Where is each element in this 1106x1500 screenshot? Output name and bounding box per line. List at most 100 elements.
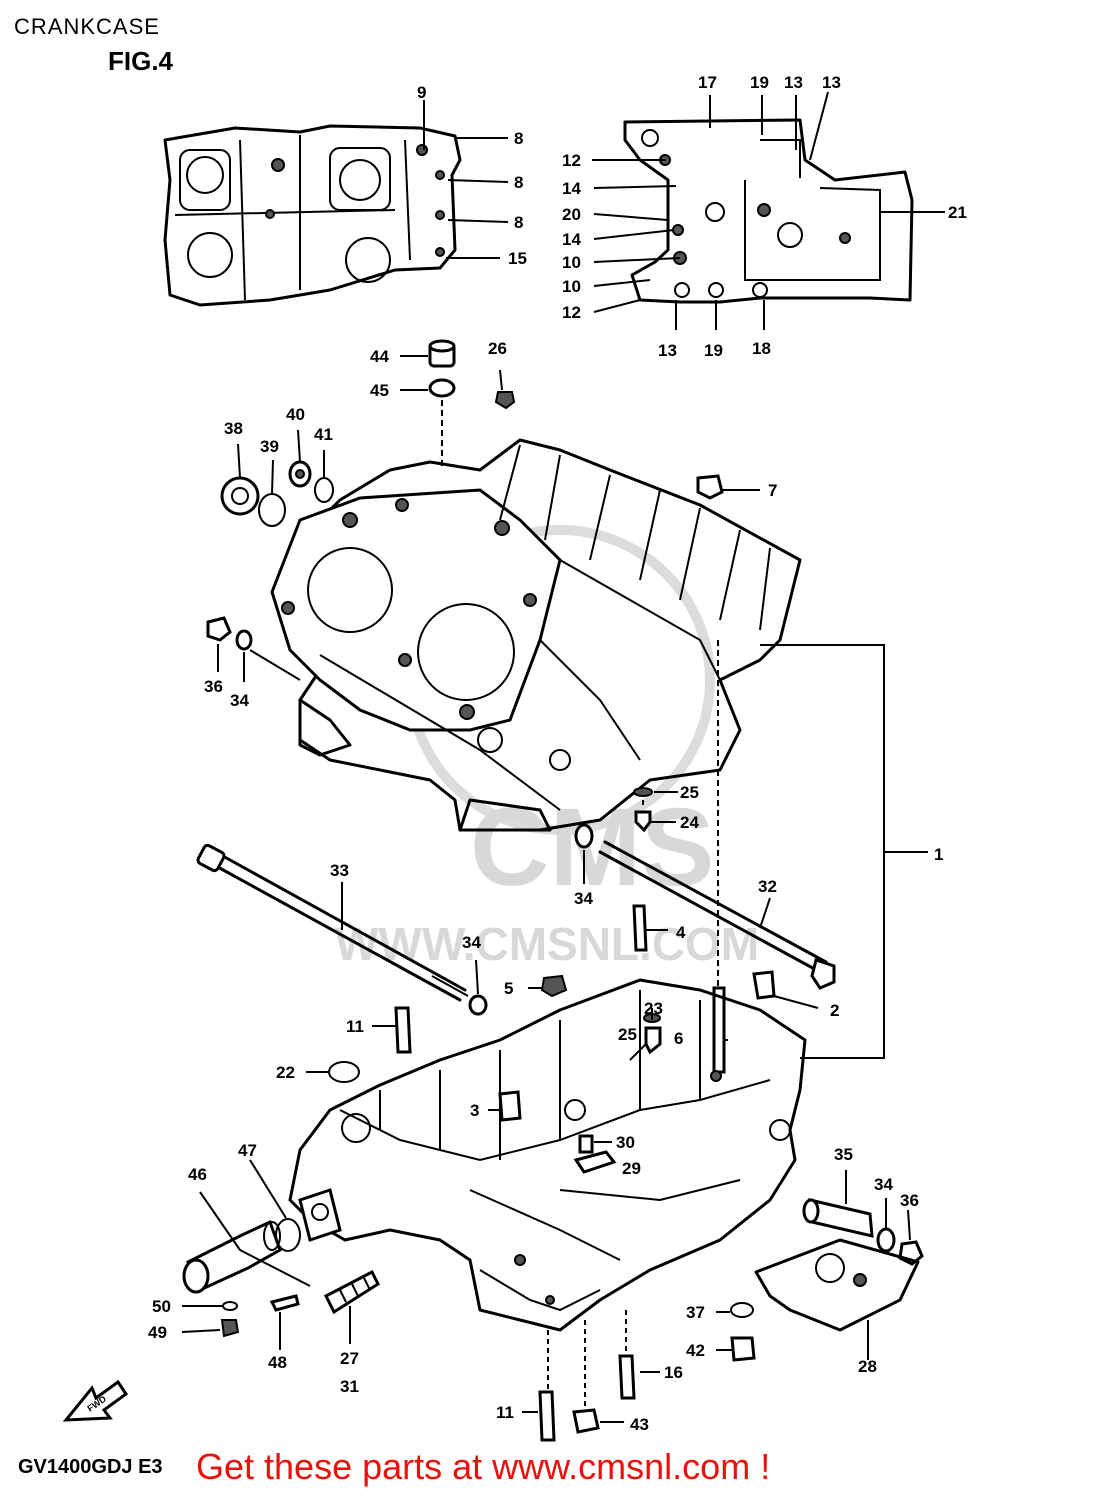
- cover-28-hole: [815, 1253, 845, 1283]
- o-ring-37[interactable]: [730, 1302, 754, 1318]
- pipe-35[interactable]: [802, 1198, 874, 1238]
- nut-5[interactable]: [540, 974, 568, 998]
- callout-27: 27: [340, 1349, 359, 1368]
- callout-48: 48: [268, 1353, 287, 1372]
- callout-14: 14: [562, 230, 581, 249]
- callout-6: 6: [674, 1029, 683, 1048]
- callout-7: 7: [768, 481, 777, 500]
- o-ring-39[interactable]: [258, 493, 286, 527]
- diagram-title: CRANKCASE: [14, 14, 160, 39]
- bolt-48[interactable]: [269, 1294, 300, 1312]
- bolt-49[interactable]: [220, 1319, 240, 1338]
- jet-23[interactable]: [644, 1026, 662, 1055]
- callout-22: 22: [276, 1063, 295, 1082]
- callout-13: 13: [784, 73, 803, 92]
- assembly-bracket-1: [760, 644, 885, 1059]
- washer-34-pipe[interactable]: [876, 1227, 896, 1253]
- model-code: GV1400GDJ E3: [18, 1456, 163, 1478]
- upper-case-side-view: [623, 118, 914, 304]
- callout-30: 30: [616, 1133, 635, 1152]
- callout-17: 17: [698, 73, 717, 92]
- callout-20: 20: [562, 205, 581, 224]
- callout-labels: 9 8 8 8 15 17 19 13 13 12 14 20 21 14 10…: [148, 73, 967, 1434]
- nut-36-upper[interactable]: [206, 616, 232, 642]
- callout-11: 11: [496, 1403, 514, 1422]
- forward-arrow: FWD: [62, 1379, 129, 1422]
- callout-10: 10: [562, 253, 581, 272]
- o-ring-22[interactable]: [328, 1061, 360, 1083]
- washer-34-upper[interactable]: [235, 629, 253, 651]
- bolt-16[interactable]: [618, 1354, 636, 1400]
- washer-50[interactable]: [222, 1301, 238, 1311]
- bolt-11-lower[interactable]: [538, 1390, 556, 1442]
- washer-34-lower[interactable]: [468, 994, 488, 1016]
- callout-12: 12: [562, 303, 581, 322]
- plug-43[interactable]: [572, 1408, 600, 1434]
- plug-42[interactable]: [730, 1336, 756, 1362]
- callout-31: 31: [340, 1377, 359, 1396]
- callout-37: 37: [686, 1303, 705, 1322]
- bolt-30[interactable]: [578, 1134, 594, 1154]
- o-ring-45[interactable]: [428, 378, 456, 398]
- callout-50: 50: [152, 1297, 171, 1316]
- callout-41: 41: [314, 425, 333, 444]
- callout-19: 19: [704, 341, 723, 360]
- cover-28-bolt: [853, 1273, 867, 1287]
- callout-25: 25: [618, 1025, 637, 1044]
- stud-4[interactable]: [632, 904, 648, 952]
- dowel-2[interactable]: [752, 970, 776, 1000]
- callout-14: 14: [562, 179, 581, 198]
- figure-number: FIG.4: [108, 46, 174, 76]
- plug-26[interactable]: [494, 391, 516, 410]
- o-ring-41[interactable]: [314, 477, 334, 503]
- plate-29[interactable]: [573, 1150, 617, 1174]
- bolt-33[interactable]: [196, 843, 469, 1002]
- callout-3: 3: [470, 1101, 479, 1120]
- oil-plug-44[interactable]: [428, 339, 456, 368]
- callout-36: 36: [204, 677, 223, 696]
- callout-33: 33: [330, 861, 349, 880]
- stud-32[interactable]: [598, 840, 836, 990]
- callout-12: 12: [562, 151, 581, 170]
- callout-34: 34: [462, 933, 481, 952]
- callout-43: 43: [630, 1415, 649, 1434]
- nipple-27[interactable]: [323, 1269, 380, 1315]
- leader-lines: [181, 91, 945, 1423]
- callout-8: 8: [514, 129, 523, 148]
- callout-15: 15: [508, 249, 527, 268]
- bolt-11-upper[interactable]: [394, 1006, 412, 1054]
- pipe-46[interactable]: [182, 1219, 282, 1294]
- callout-13: 13: [822, 73, 841, 92]
- cover-28[interactable]: [754, 1238, 920, 1332]
- callout-47: 47: [238, 1141, 257, 1160]
- callout-8: 8: [514, 173, 523, 192]
- callout-9: 9: [417, 83, 426, 102]
- callout-34: 34: [574, 889, 593, 908]
- callout-5: 5: [504, 979, 513, 998]
- callout-45: 45: [370, 381, 389, 400]
- callout-24: 24: [680, 813, 699, 832]
- callout-16: 16: [664, 1363, 683, 1382]
- callout-44: 44: [370, 347, 389, 366]
- seal-38[interactable]: [220, 476, 260, 516]
- callout-38: 38: [224, 419, 243, 438]
- callout-2: 2: [830, 1001, 839, 1020]
- callout-39: 39: [260, 437, 279, 456]
- cap-40[interactable]: [288, 460, 312, 488]
- o-ring-25-upper[interactable]: [633, 787, 653, 797]
- callout-34: 34: [230, 691, 249, 710]
- jet-24[interactable]: [634, 810, 652, 833]
- lower-crankcase[interactable]: [288, 978, 807, 1332]
- upper-crankcase[interactable]: [270, 438, 802, 832]
- parts-link-banner[interactable]: Get these parts at www.cmsnl.com !: [196, 1446, 771, 1487]
- washer-34-mid[interactable]: [574, 823, 594, 849]
- callout-25: 25: [680, 783, 699, 802]
- callout-8: 8: [514, 213, 523, 232]
- callout-21: 21: [948, 203, 967, 222]
- nut-7[interactable]: [696, 474, 724, 500]
- callout-19: 19: [750, 73, 769, 92]
- dowel-3[interactable]: [498, 1090, 522, 1122]
- callout-35: 35: [834, 1145, 853, 1164]
- callout-46: 46: [188, 1165, 207, 1184]
- stud-6[interactable]: [712, 986, 726, 1074]
